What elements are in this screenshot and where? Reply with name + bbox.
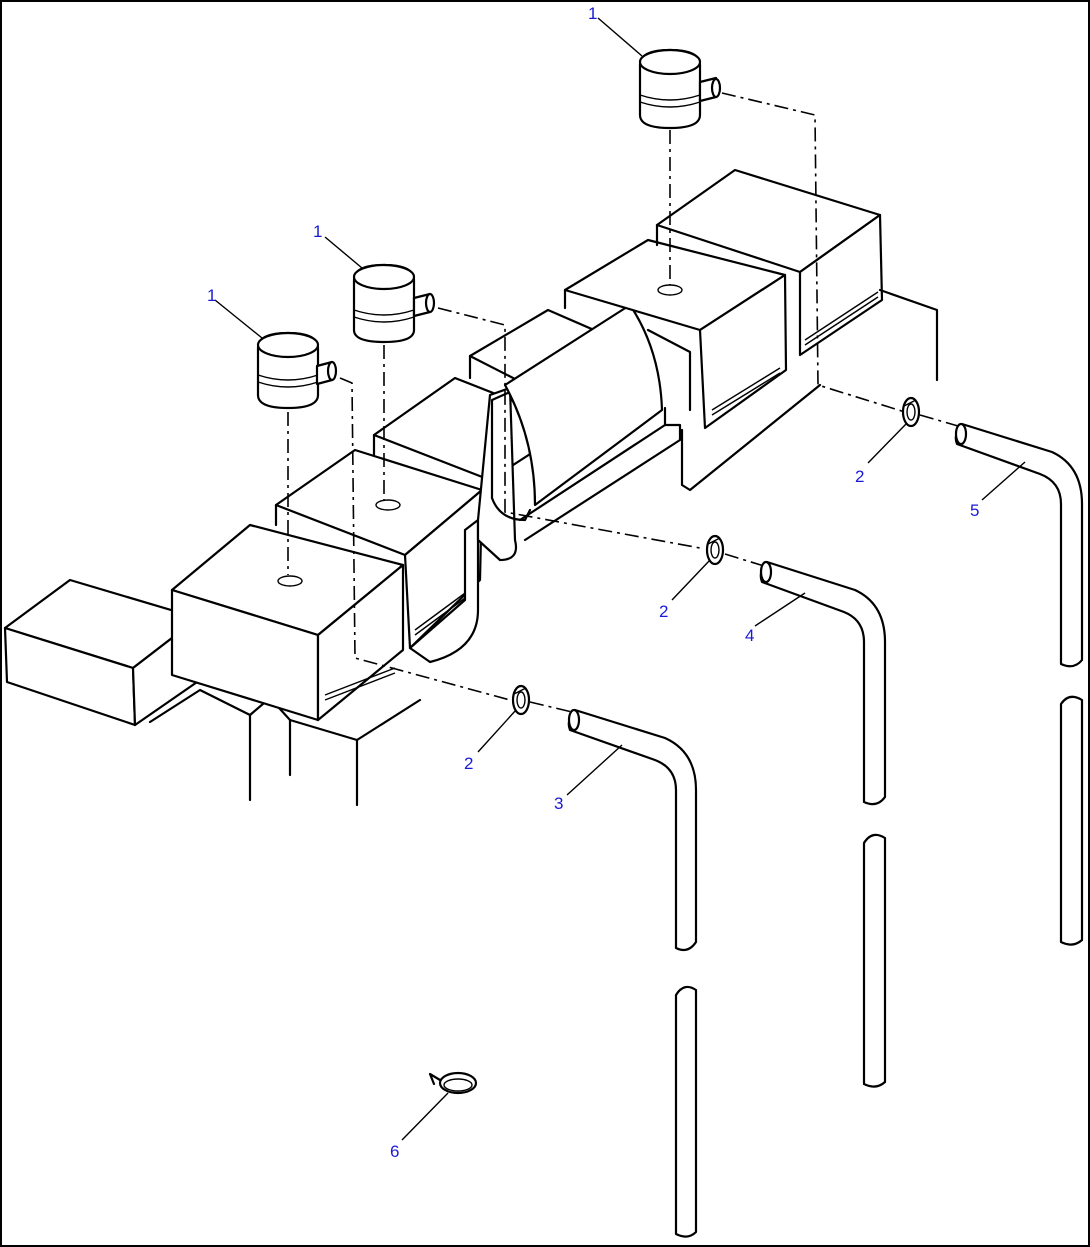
hose-3 [567, 708, 698, 1238]
rear-base-frame [680, 288, 939, 492]
callout-1-left: 1 [207, 286, 217, 305]
callout-1-right: 1 [588, 4, 598, 23]
hose-5 [954, 422, 1084, 946]
breather-1-middle [352, 263, 436, 344]
block-5 [655, 168, 884, 357]
clamp-2-upper [901, 396, 921, 428]
callout-3: 3 [554, 794, 564, 813]
duct-bend [408, 386, 532, 664]
callout-6: 6 [390, 1142, 400, 1161]
callout-2-middle: 2 [659, 602, 669, 621]
breather-1-right [638, 48, 722, 130]
callout-2-lower: 2 [464, 754, 474, 773]
hose-clip-6 [428, 1071, 478, 1095]
callout-5: 5 [970, 501, 980, 520]
block-4 [563, 238, 788, 430]
callout-4: 4 [745, 626, 755, 645]
block-1 [170, 523, 405, 722]
callout-1-middle: 1 [313, 222, 323, 241]
breather-1-left [256, 331, 338, 410]
assembly-lines [287, 92, 959, 713]
clamp-2-middle [705, 534, 725, 566]
center-channel [468, 303, 682, 542]
left-end-box [3, 578, 202, 727]
callout-2-upper: 2 [855, 467, 865, 486]
leader-lines [214, 17, 1026, 1141]
hose-4 [759, 560, 887, 1088]
clamp-2-lower [511, 684, 531, 716]
